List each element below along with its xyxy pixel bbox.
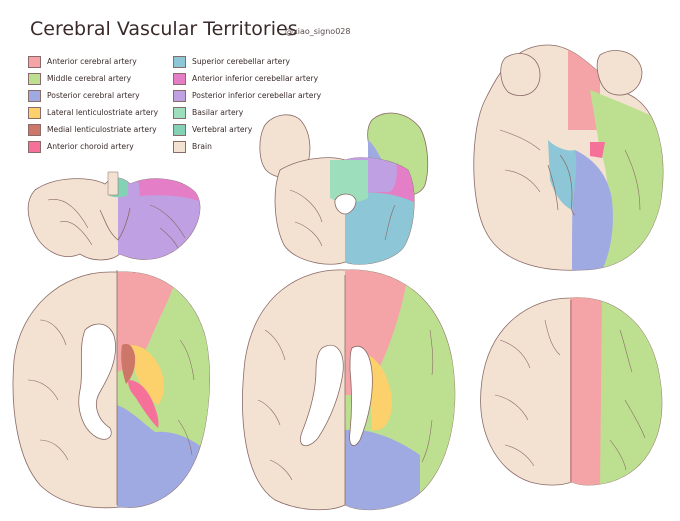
cerebellum-section-left — [28, 172, 210, 270]
ventricular-section — [243, 260, 465, 520]
vertex-section — [481, 290, 670, 490]
basal-ganglia-section — [13, 265, 220, 520]
basal-brain-section — [474, 40, 675, 280]
pons-section — [260, 113, 428, 270]
